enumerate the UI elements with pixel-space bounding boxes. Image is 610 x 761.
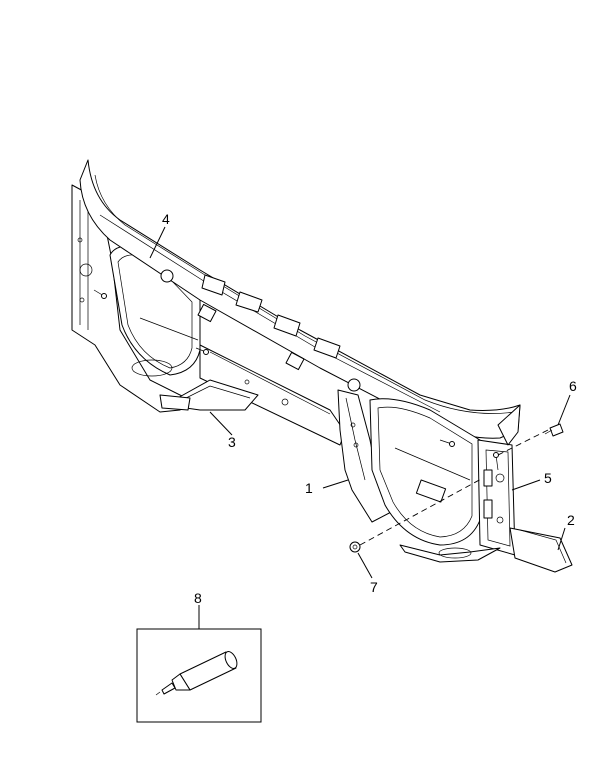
front-panel-assembly [71, 159, 573, 573]
callout-6: 6 [569, 378, 577, 394]
sealant-tube-icon [155, 651, 238, 696]
callout-4: 4 [162, 211, 170, 227]
callout-1: 1 [305, 480, 313, 496]
callout-2: 2 [567, 512, 575, 528]
leader-lines [149, 226, 571, 629]
alignment-line-nut [359, 477, 484, 546]
callout-5: 5 [544, 470, 552, 486]
callout-7: 7 [370, 579, 378, 595]
inset-box-part-8 [136, 628, 262, 723]
callout-8: 8 [194, 590, 202, 606]
nut-part-7 [349, 541, 361, 553]
bolt-part-6 [544, 423, 564, 437]
callout-3: 3 [228, 434, 236, 450]
